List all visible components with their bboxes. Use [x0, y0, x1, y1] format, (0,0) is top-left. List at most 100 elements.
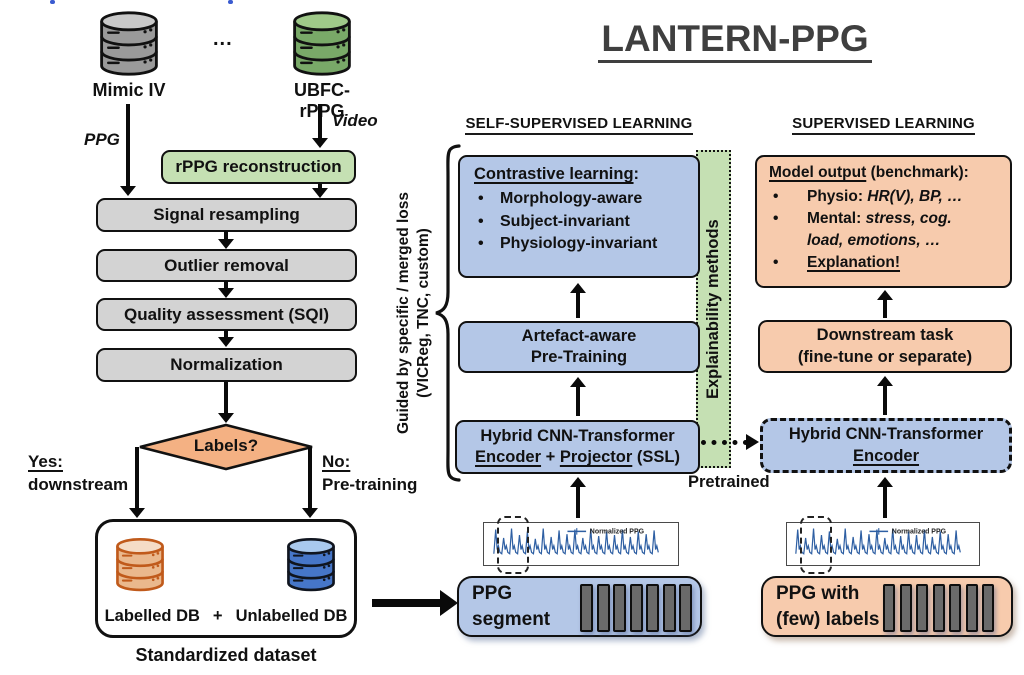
embedding-bar [629, 584, 643, 632]
database-icon-mimic [100, 11, 158, 76]
arrow-head [302, 508, 318, 518]
ssl-encoder-box: Hybrid CNN-Transformer Encoder + Project… [455, 420, 700, 474]
embedding-bar [613, 584, 626, 632]
step-signal-resampling: Signal resampling [96, 198, 357, 232]
supervised-encoder-box: Hybrid CNN-Transformer Encoder [760, 418, 1012, 473]
arrow-stem [125, 104, 131, 188]
arrow-stem [882, 485, 888, 518]
ppg-waveform-plot-left: Normalized PPG [483, 522, 679, 566]
embedding-bar [949, 584, 961, 632]
arrow-resampling-outlier [218, 231, 234, 249]
artefact-pretraining-box: Artefact-aware Pre-Training [458, 321, 700, 373]
arrow-ubfc-to-rppg [312, 104, 328, 148]
arrow-downstream-output [877, 290, 893, 318]
model-output-box: Model output (benchmark): •Physio: HR(V)… [755, 155, 1012, 288]
contrastive-title: Contrastive learning: [474, 165, 640, 183]
contrastive-bullet: •Morphology-aware [478, 190, 643, 207]
arrow-head [312, 188, 328, 198]
database-icon-unlabelled [287, 538, 335, 592]
arrow-head [218, 337, 234, 347]
step-normalization: Normalization [96, 348, 357, 382]
dataset-labels-row: Labelled DB + Unlabelled DB [98, 607, 354, 626]
embedding-bars [580, 584, 700, 632]
arrow-artefact-contrastive [570, 283, 586, 318]
pretrained-transfer-arrow [701, 440, 748, 445]
arrow-stem [317, 104, 323, 140]
arrow-stem [223, 382, 229, 415]
artifact-speck [50, 0, 55, 4]
big-arrow-head [440, 589, 458, 616]
contrastive-bullet: •Subject-invariant [478, 212, 630, 230]
database-icon-ubfc [293, 11, 351, 76]
model-output-bullet: •Mental: stress, cog. load, emotions, … [773, 210, 952, 249]
arrow-stem [575, 385, 581, 416]
arrow-stem [307, 447, 313, 510]
embedding-bar [965, 584, 978, 632]
arrow-head [877, 376, 893, 386]
arrow-head [312, 138, 328, 148]
arrow-outlier-quality [218, 281, 234, 298]
legend-label: Normalized PPG [892, 529, 946, 536]
supervised-header: SUPERVISED LEARNING [755, 115, 1012, 135]
arrow-decision-yes [129, 447, 145, 518]
arrow-head [218, 413, 234, 423]
ppg-waveform-svg: Normalized PPG [493, 528, 659, 555]
arrow-stem [223, 231, 229, 241]
arrow-stem [575, 291, 581, 318]
branch-no-sub: Pre-training [322, 475, 418, 494]
ppg-few-labels-box: PPG with (few) labels [761, 576, 1013, 637]
artifact-speck [228, 0, 233, 4]
arrow-head [570, 377, 586, 387]
model-output-title: Model output (benchmark): [769, 164, 969, 181]
embedding-bar [679, 584, 692, 632]
step-quality-assessment: Quality assessment (SQI) [96, 298, 357, 331]
decision-label: Labels? [193, 436, 259, 455]
embedding-bar [932, 584, 945, 632]
database-icon-labelled [116, 538, 164, 592]
arrow-stem [317, 184, 323, 190]
branch-yes-label: Yes: [28, 452, 63, 471]
unlabelled-db-label: Unlabelled DB [235, 607, 348, 625]
embedding-bar [580, 584, 593, 632]
arrow-stem [134, 447, 140, 510]
arrow-stem [223, 330, 229, 339]
ppg-wave-line [493, 528, 659, 555]
arrow-head [129, 508, 145, 518]
arrow-head [218, 239, 234, 249]
model-output-bullet: •Physio: HR(V), BP, … [773, 188, 963, 205]
arrow-stem [882, 384, 888, 415]
ppg-segment-box: PPG segment [457, 576, 702, 637]
explainability-strip: Explainability methods [696, 150, 731, 468]
arrow-labels-encoder [877, 477, 893, 518]
embedding-bar [646, 584, 659, 632]
embedding-bar [596, 584, 610, 632]
pretrained-transfer-arrowhead [746, 434, 759, 450]
step-rppg-reconstruction: rPPG reconstruction [161, 150, 356, 184]
arrow-rppg-to-resampling [312, 184, 328, 198]
arrow-mimic-to-resampling [120, 104, 136, 196]
plus-sign: + [212, 607, 223, 625]
arrow-stem [882, 298, 888, 318]
embedding-bars [883, 584, 1003, 632]
arrow-encoder-artefact [570, 377, 586, 416]
ssl-encoder-line2: Encoder + Projector (SSL) [475, 448, 680, 466]
branch-no-label: No: [322, 452, 351, 471]
labels-selection-box [800, 516, 832, 574]
arrow-head [877, 477, 893, 487]
ppg-wave-line [795, 528, 961, 555]
standardized-dataset-box: Labelled DB + Unlabelled DB [95, 519, 357, 638]
downstream-task-box: Downstream task (fine-tune or separate) [758, 320, 1012, 373]
ssl-header: SELF-SUPERVISED LEARNING [458, 115, 700, 135]
arrow-stem [223, 281, 229, 290]
contrastive-bullet: •Physiology-invariant [478, 235, 658, 253]
contrastive-learning-box: Contrastive learning: •Morphology-aware … [458, 155, 700, 278]
labelled-db-label: Labelled DB [104, 607, 200, 625]
arrow-decision-no [302, 447, 318, 518]
step-outlier-removal: Outlier removal [96, 249, 357, 282]
arrow-encoder-downstream [877, 376, 893, 415]
embedding-bar [982, 584, 994, 632]
ppg-waveform-svg: Normalized PPG [795, 528, 961, 555]
database-label-mimic: Mimic IV [92, 80, 166, 100]
arrow-head [570, 283, 586, 293]
